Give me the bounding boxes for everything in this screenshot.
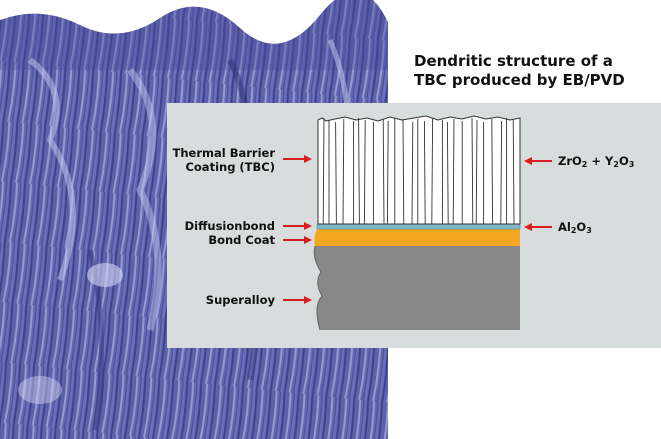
arrow-right-icon [283,222,312,230]
label-tbc-line2: Coating (TBC) [185,160,275,174]
tbc-column-line [500,120,503,225]
label-tbc: Thermal Barrier Coating (TBC) [173,146,275,174]
tbc-column-line [491,118,494,225]
superalloy-layer [314,246,520,330]
bond-coat-layer [314,229,520,246]
label-zro2-y2o3: ZrO2 + Y2O3 [558,154,634,172]
tbc-column-line [402,119,405,225]
al-o-text: O [576,220,587,234]
tbc-column-line [342,118,345,225]
label-tbc-line1: Thermal Barrier [172,146,275,160]
title-line-1: Dendritic structure of a [414,52,613,70]
tbc-column-line [335,121,337,225]
arrow-right-icon [283,296,312,304]
tbc-column-line [423,120,426,225]
arrow-left-icon [524,157,552,165]
tbc-column-line [475,119,478,225]
tbc-column-line [382,118,385,225]
label-superalloy: Superalloy [205,293,275,307]
diffusion-bond-layer [316,223,521,230]
al-o3-sub: 3 [586,226,592,235]
zro2-text: ZrO [558,154,582,168]
tbc-column-line [431,117,434,225]
label-diffusionbond: Diffusionbond [184,219,275,233]
tbc-column-line [471,117,474,225]
tbc-column-line [386,120,389,225]
label-al2o3: Al2O3 [558,220,592,238]
tbc-column-line [363,119,366,225]
tbc-column-line [411,121,414,225]
arrow-right-icon [283,236,312,244]
plus-y-text: + Y [587,154,614,168]
al2-sub: 2 [570,226,577,235]
al-text: Al [558,220,571,234]
label-bond-coat: Bond Coat [208,233,275,247]
title-line-2: TBC produced by EB/PVD [414,71,625,89]
tbc-column-line [358,117,360,225]
arrow-left-icon [524,223,552,231]
arrow-right-icon [283,155,312,163]
tbc-column-line [322,117,325,225]
tbc-column-line [446,121,449,225]
o-text: O [618,154,629,168]
diagram-title: Dendritic structure of a TBC produced by… [414,52,654,90]
y2-sub: 2 [613,160,619,169]
tbc-layer [317,115,521,225]
tbc-column-line [452,118,455,225]
o3-sub: 3 [628,160,635,169]
tbc-column-line [512,119,515,225]
zro2-sub: 2 [581,160,588,169]
